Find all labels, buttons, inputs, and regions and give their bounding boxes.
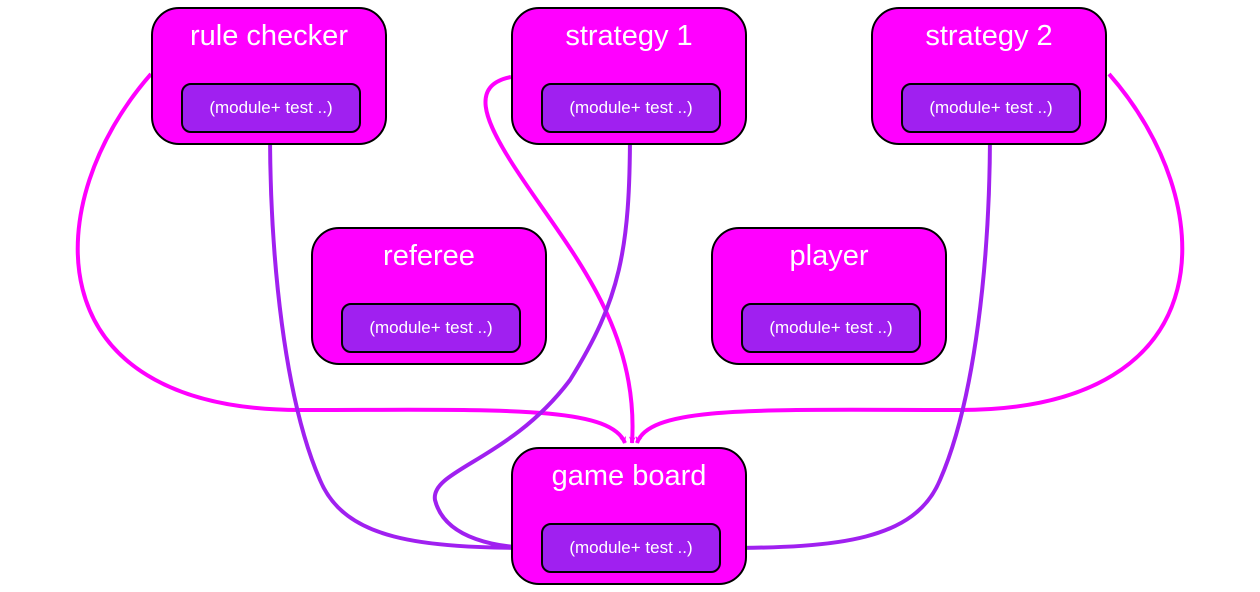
- module-rule-checker: rule checker (module+ test ..): [151, 7, 387, 145]
- edge-rule-checker-to-game-board: [75, 72, 627, 444]
- module-game-board: game board (module+ test ..): [511, 447, 747, 585]
- module-title: strategy 2: [925, 20, 1053, 52]
- module-player: player (module+ test ..): [711, 227, 947, 365]
- edge-strategy-2-test-to-game-board-test: [721, 130, 992, 552]
- module-test-box: (module+ test ..): [741, 303, 921, 353]
- module-test-box: (module+ test ..): [181, 83, 361, 133]
- edge-strategy-1-to-game-board: [483, 75, 636, 444]
- module-title: strategy 1: [565, 20, 693, 52]
- edge-strategy-2-to-game-board: [635, 72, 1185, 444]
- module-referee: referee (module+ test ..): [311, 227, 547, 365]
- module-title: game board: [551, 460, 707, 492]
- module-test-box: (module+ test ..): [341, 303, 521, 353]
- module-strategy-2: strategy 2 (module+ test ..): [871, 7, 1107, 145]
- module-test-box: (module+ test ..): [901, 83, 1081, 133]
- module-title: rule checker: [190, 20, 348, 52]
- edge-rule-checker-test-to-game-board-test: [268, 130, 538, 552]
- module-strategy-1: strategy 1 (module+ test ..): [511, 7, 747, 145]
- module-test-box: (module+ test ..): [541, 523, 721, 573]
- module-title: referee: [383, 240, 475, 272]
- module-title: player: [789, 240, 869, 272]
- edge-strategy-1-test-to-game-board-test: [432, 130, 632, 552]
- module-test-box: (module+ test ..): [541, 83, 721, 133]
